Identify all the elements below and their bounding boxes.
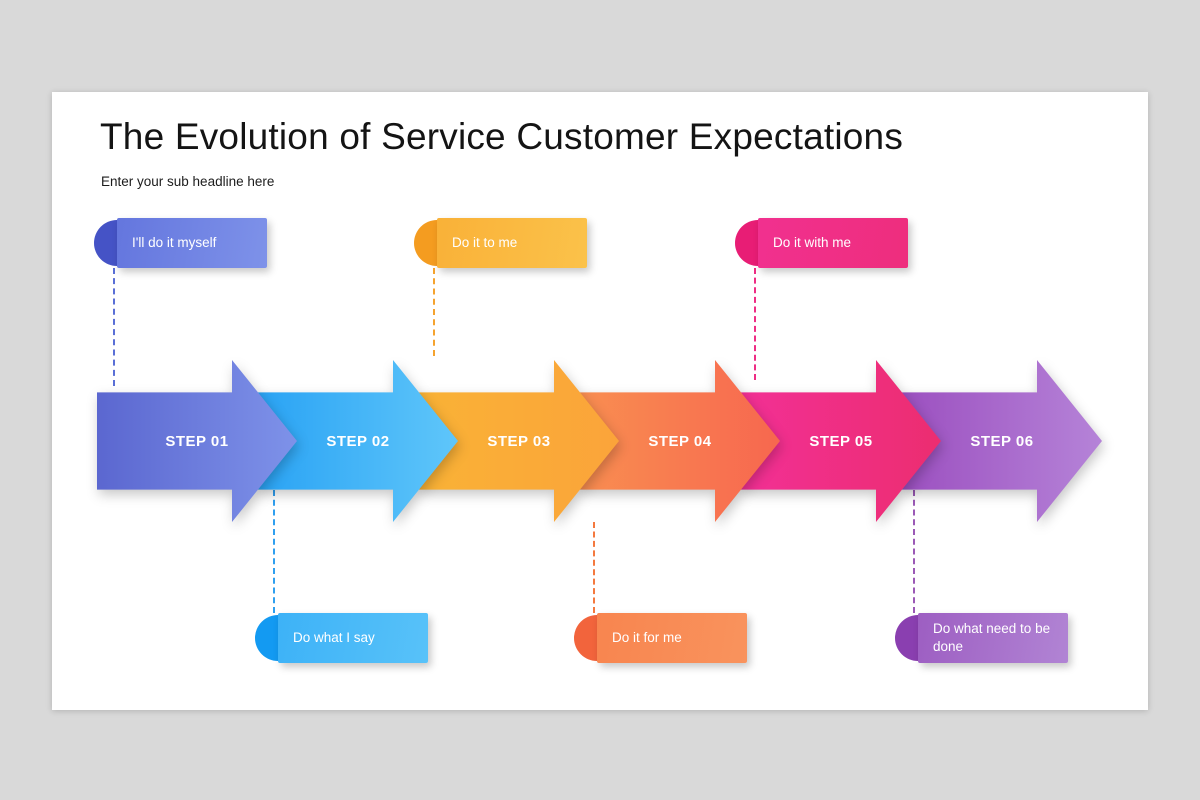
callout-do-what-i-say: Do what I say [255, 613, 428, 663]
callout-label: Do what I say [293, 630, 375, 646]
callout-do-it-with-me: Do it with me [735, 218, 908, 268]
callout-do-it-for-me: Do it for me [574, 613, 747, 663]
slide: The Evolution of Service Customer Expect… [52, 92, 1148, 710]
step-label-6: STEP 06 [970, 432, 1034, 450]
callout-box: Do it with me [758, 218, 908, 268]
step-arrow-1: STEP 01 [97, 360, 297, 522]
step-label-4: STEP 04 [648, 432, 712, 450]
callout-box: Do what need to be done [918, 613, 1068, 663]
connector-step2-bottom [273, 490, 275, 613]
callout-label: I'll do it myself [132, 235, 217, 251]
callout-label: Do it with me [773, 235, 852, 251]
callout-do-what-need-to-be-done: Do what need to be done [895, 613, 1068, 663]
callout-box: Do it for me [597, 613, 747, 663]
callout-ill-do-it-myself: I'll do it myself [94, 218, 267, 268]
callout-label: Do it to me [452, 235, 518, 251]
callout-label: Do what need to be done [933, 621, 1051, 654]
step-arrow-1-shape: STEP 01 [97, 360, 297, 522]
step-label-2: STEP 02 [326, 432, 390, 450]
callout-box: Do what I say [278, 613, 428, 663]
step-label-1: STEP 01 [165, 432, 229, 450]
callout-do-it-to-me: Do it to me [414, 218, 587, 268]
page-subtitle: Enter your sub headline here [101, 174, 275, 189]
callout-label: Do it for me [612, 630, 682, 646]
step-label-3: STEP 03 [487, 432, 551, 450]
connector-step4-bottom [593, 522, 595, 613]
connector-step1-top [113, 268, 115, 386]
connector-step3-top [433, 268, 435, 356]
connector-step6-bottom [913, 490, 915, 613]
callout-box: I'll do it myself [117, 218, 267, 268]
connector-step5-top [754, 268, 756, 380]
callout-box: Do it to me [437, 218, 587, 268]
step-label-5: STEP 05 [809, 432, 873, 450]
page-title: The Evolution of Service Customer Expect… [100, 116, 904, 157]
